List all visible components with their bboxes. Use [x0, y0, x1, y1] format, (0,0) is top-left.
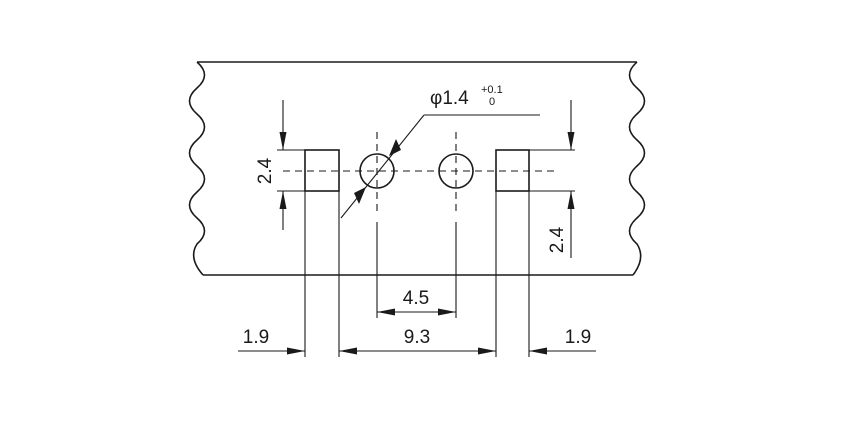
hole-spacing-label: 4.5 [403, 288, 429, 309]
board-right-break-edge [628, 61, 646, 276]
hole-spacing-dimension: 4.5 [377, 288, 456, 316]
pad-spacing-label: 9.3 [404, 327, 430, 348]
left-height-dimension: 2.4 [255, 100, 305, 230]
left-pad [304, 149, 340, 192]
bottom-dimension-row: 1.9 9.3 1.9 [238, 327, 596, 355]
hole-diameter-label: φ1.4 [430, 88, 469, 109]
right-height-dimension: 2.4 [529, 100, 575, 258]
board-outline [188, 61, 646, 276]
hole-tolerance-upper: +0.1 [481, 84, 503, 96]
hole-diameter-callout: φ1.4 +0.1 0 [340, 84, 540, 219]
board-left-break-edge [188, 61, 206, 276]
left-margin-label: 1.9 [243, 327, 269, 348]
right-height-label: 2.4 [547, 226, 568, 253]
extension-lines [304, 191, 530, 357]
left-height-label: 2.4 [255, 157, 276, 184]
hole-tolerance-lower: 0 [489, 96, 495, 108]
right-margin-label: 1.9 [565, 327, 591, 348]
